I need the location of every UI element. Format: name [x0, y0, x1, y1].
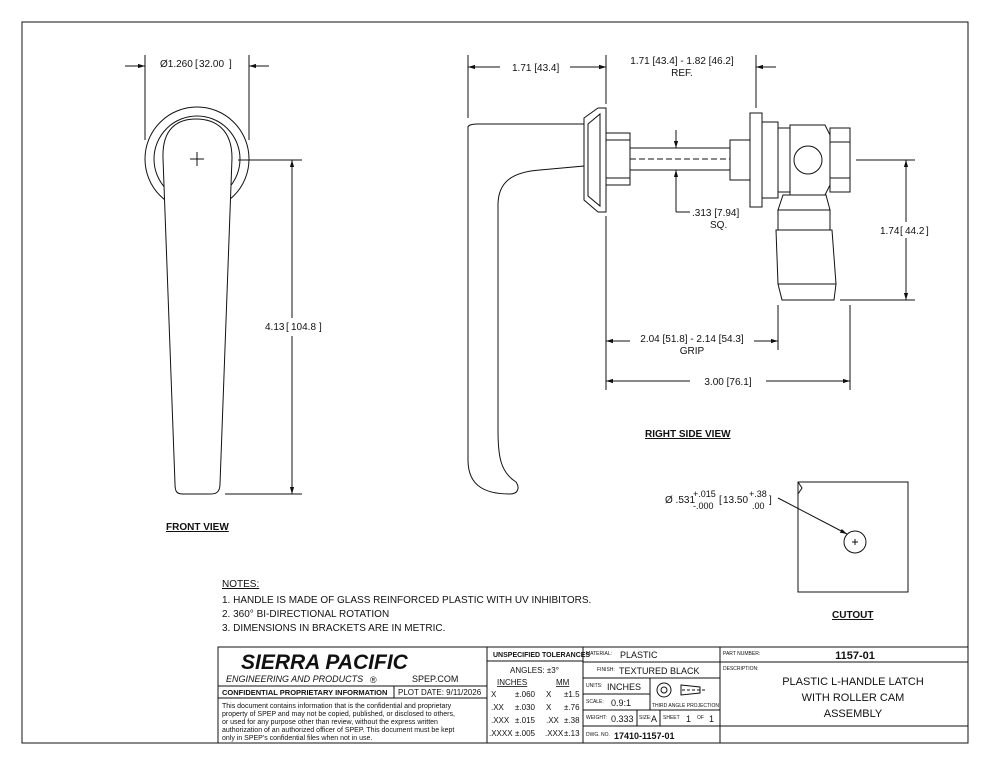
material-value: PLASTIC [620, 650, 658, 660]
side-square-line2: SQ. [710, 220, 727, 231]
company-name: SIERRA PACIFIC [241, 651, 409, 674]
tolerance-mm-header: MM [556, 678, 570, 687]
size-label: SIZE: [639, 715, 652, 721]
dwg-number: 17410-1157-01 [614, 731, 675, 741]
confidential-text-line: only in SPEP's confidential files when n… [222, 735, 372, 742]
cutout-view [777, 481, 909, 593]
tolerance-mm-value: ±1.5 [564, 690, 580, 699]
tolerance-angles: ANGLES: ±3° [510, 666, 559, 675]
plot-date: PLOT DATE: 9/11/2026 [398, 688, 482, 697]
units-label: UNITS: [586, 683, 602, 689]
description-line: ASSEMBLY [824, 708, 883, 720]
tolerance-in-value: ±.030 [515, 703, 536, 712]
tolerance-mm-label: X [546, 703, 552, 712]
tolerance-in-label: X [491, 690, 497, 699]
side-overall-width: 1.71 [43.4] [512, 63, 559, 74]
front-dia-label: Ø1.260 [160, 59, 193, 70]
tolerance-in-label: .XX [491, 703, 505, 712]
cutout-metric-plus: +.38 [749, 489, 767, 499]
confidential-text-line: authorization of an authorized officer o… [222, 727, 454, 734]
front-dia-bracket-close: ] [229, 59, 232, 70]
of-label: OF [697, 715, 704, 721]
front-view [125, 55, 302, 495]
tolerance-mm-label: .XXX [545, 729, 564, 738]
front-length-metric: 104.8 [291, 322, 316, 333]
side-view-title: RIGHT SIDE VIEW [645, 429, 731, 440]
company-website: SPEP.COM [412, 674, 458, 684]
front-dia-bracket: [ [195, 59, 198, 70]
confidential-text-line: property of SPEP and may not be copied, … [222, 711, 455, 718]
side-ref-line1: 1.71 [43.4] - 1.82 [46.2] [630, 56, 734, 67]
note-item: 3. DIMENSIONS IN BRACKETS ARE IN METRIC. [222, 623, 445, 634]
weight-value: 0.333 [611, 714, 634, 724]
notes-title: NOTES: [222, 579, 259, 590]
cutout-metric: 13.50 [723, 495, 748, 506]
tolerance-in-label: .XXX [491, 716, 510, 725]
size-value: A [651, 714, 657, 724]
tolerance-in-label: .XXXX [489, 729, 513, 738]
tolerance-mm-value: ±.76 [564, 703, 580, 712]
cutout-bracket: [ [719, 495, 722, 506]
confidential-title: CONFIDENTIAL PROPRIETARY INFORMATION [222, 688, 387, 697]
confidential-text-line: This document contains information that … [222, 703, 452, 710]
cutout-metric-minus: .00 [752, 501, 765, 511]
side-cam-height-bracket: [ [900, 226, 903, 237]
tolerance-mm-value: ±.38 [564, 716, 580, 725]
description-label: DESCRIPTION: [723, 666, 759, 672]
tolerance-in-value: ±.005 [515, 729, 536, 738]
company-subtitle: ENGINEERING AND PRODUCTS [226, 674, 363, 684]
scale-value: 0.9:1 [611, 698, 631, 708]
side-view [467, 55, 915, 495]
cutout-tol-minus: -.000 [693, 501, 714, 511]
registered-mark: ® [370, 675, 377, 685]
side-ref-line2: REF. [671, 68, 693, 79]
confidential-text-line: or used for any purpose other than revie… [222, 719, 438, 726]
sheet-label: SHEET [663, 715, 680, 721]
part-number: 1157-01 [835, 650, 875, 662]
title-block [217, 646, 969, 744]
dwg-label: DWG. NO. [586, 732, 610, 738]
note-item: 2. 360° BI-DIRECTIONAL ROTATION [222, 609, 389, 620]
side-grip-line2: GRIP [680, 346, 705, 357]
front-view-title: FRONT VIEW [166, 522, 229, 533]
cutout-dia: Ø .531 [665, 495, 695, 506]
finish-label: FINISH: [597, 667, 615, 673]
description-line: PLASTIC L-HANDLE LATCH [782, 676, 924, 688]
tolerance-in-value: ±.060 [515, 690, 536, 699]
front-dia-metric: 32.00 [199, 59, 224, 70]
tolerance-in-value: ±.015 [515, 716, 536, 725]
tolerance-mm-label: X [546, 690, 552, 699]
side-cam-height-label: 1.74 [880, 226, 900, 237]
tolerance-inches-header: INCHES [497, 678, 527, 687]
description-line: WITH ROLLER CAM [802, 692, 905, 704]
front-length-bracket-close: ] [319, 322, 322, 333]
sheet-total: 1 [709, 714, 714, 724]
material-label: MATERIAL: [586, 651, 612, 657]
scale-label: SCALE: [586, 699, 604, 705]
tolerance-mm-label: .XX [546, 716, 560, 725]
weight-label: WEIGHT: [586, 715, 607, 721]
side-square-line1: .313 [7.94] [692, 208, 739, 219]
part-number-label: PART NUMBER: [723, 651, 760, 657]
side-grip-line1: 2.04 [51.8] - 2.14 [54.3] [640, 334, 744, 345]
front-length-label: 4.13 [265, 322, 285, 333]
finish-value: TEXTURED BLACK [619, 666, 700, 676]
projection-label: THIRD ANGLE PROJECTION [652, 703, 719, 709]
cutout-bracket-close: ] [769, 495, 772, 506]
cutout-tol-plus: +.015 [693, 489, 716, 499]
cutout-title: CUTOUT [832, 610, 873, 621]
side-total-length: 3.00 [76.1] [704, 377, 751, 388]
front-length-bracket: [ [286, 322, 289, 333]
side-cam-height-metric: 44.2 [905, 226, 925, 237]
side-cam-height-bracket-close: ] [926, 226, 929, 237]
note-item: 1. HANDLE IS MADE OF GLASS REINFORCED PL… [222, 595, 591, 606]
sheet-value: 1 [686, 714, 691, 724]
tolerance-title: UNSPECIFIED TOLERANCES [493, 652, 590, 659]
tolerance-mm-value: ±.13 [564, 729, 580, 738]
units-value: INCHES [607, 682, 641, 692]
tolerance-table: X ±.060 X ±1.5 .XX ±.030 X ±.76 .XXX ±.0… [489, 690, 580, 738]
